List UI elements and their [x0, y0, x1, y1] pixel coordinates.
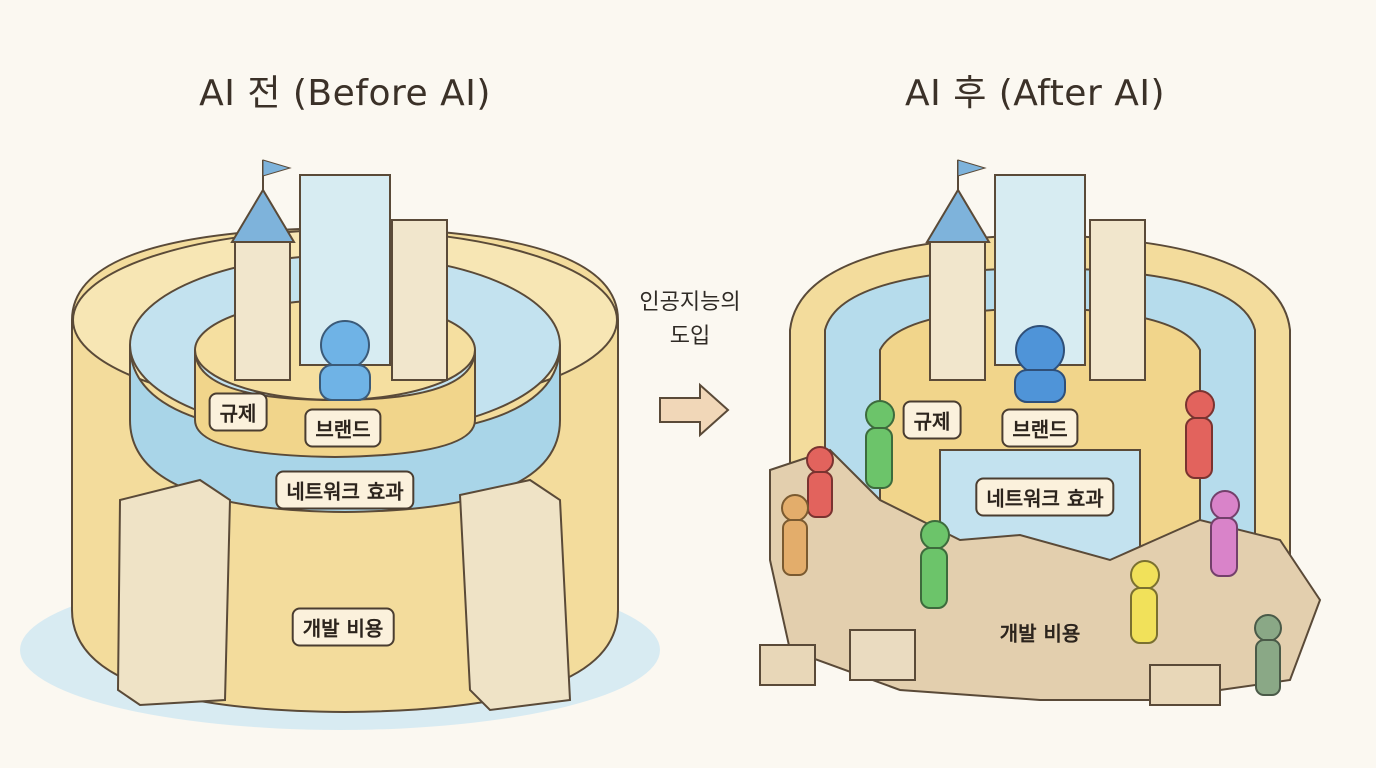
after-label-network: 네트워크 효과	[975, 477, 1115, 517]
arrow-right-icon	[659, 382, 730, 438]
attacking-figures	[781, 390, 1282, 696]
rubble-block	[849, 629, 916, 681]
tower-roof	[230, 188, 296, 243]
figure-red	[806, 446, 834, 474]
castle-tower	[234, 239, 291, 381]
rubble-block	[759, 644, 816, 686]
figure-red	[1185, 390, 1215, 420]
before-fortress	[20, 159, 660, 730]
before-label-regulation: 규제	[208, 392, 268, 432]
flag-icon	[262, 159, 292, 177]
transition-line-1: 인공지능의	[639, 290, 741, 315]
figure-gray-green	[1254, 614, 1282, 642]
figure-orange	[781, 494, 809, 522]
rubble-block	[1149, 664, 1221, 706]
figure-green	[920, 520, 950, 550]
after-label-brand: 브랜드	[1001, 408, 1079, 448]
angry-figure	[1015, 325, 1065, 375]
figure-yellow	[1130, 560, 1160, 590]
before-label-network: 네트워크 효과	[275, 470, 415, 510]
front-pillar	[116, 478, 232, 707]
after-title: AI 후 (After AI)	[905, 73, 1165, 114]
tower-roof	[925, 188, 991, 243]
transition-caption: 인공지능의 도입	[639, 286, 740, 354]
before-label-dev-cost: 개발 비용	[291, 607, 395, 647]
flag-icon	[957, 159, 987, 177]
before-label-brand: 브랜드	[304, 408, 382, 448]
after-label-dev-cost: 개발 비용	[999, 621, 1081, 646]
after-label-regulation: 규제	[902, 400, 962, 440]
before-title: AI 전 (Before AI)	[199, 73, 491, 114]
figure-green	[865, 400, 895, 430]
front-pillar	[458, 478, 572, 712]
castle-tower	[1089, 219, 1146, 381]
castle-tower	[391, 219, 448, 381]
transition-line-2: 도입	[669, 324, 711, 349]
happy-figure	[320, 320, 370, 370]
castle-tower	[929, 239, 986, 381]
figure-pink	[1210, 490, 1240, 520]
